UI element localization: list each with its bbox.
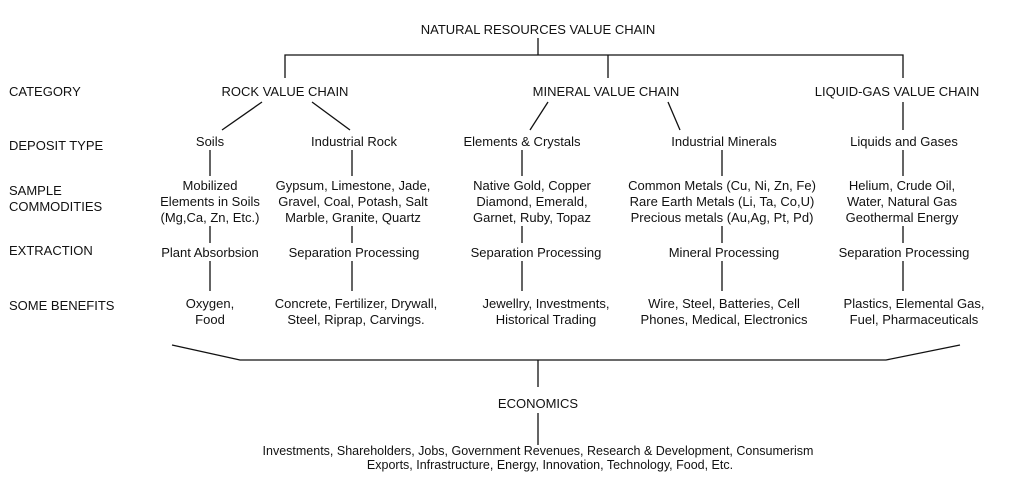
extraction-elements-crystals: Separation Processing [470, 245, 602, 260]
economics-label: ECONOMICS [497, 396, 579, 411]
row-label-extraction: EXTRACTION [9, 243, 93, 258]
commodities-soils: Mobilized Elements in Soils (Mg,Ca, Zn, … [160, 178, 260, 225]
row-label-deposit-type: DEPOSIT TYPE [9, 138, 104, 153]
commodities-liquids-gases: Helium, Crude Oil, Water, Natural Gas Ge… [845, 178, 959, 225]
benefits-elements-crystals: Jewellry, Investments, Historical Tradin… [482, 296, 610, 327]
row-label-some-benefits: SOME BENEFITS [9, 298, 115, 313]
deposit-elements-crystals: Elements & Crystals [463, 134, 581, 149]
row-label-category: CATEGORY [9, 84, 81, 99]
extraction-industrial-rock: Separation Processing [288, 245, 420, 260]
extraction-industrial-minerals: Mineral Processing [668, 245, 780, 260]
deposit-liquids-gases: Liquids and Gases [850, 134, 958, 149]
deposit-soils: Soils [195, 134, 225, 149]
diagram-title: NATURAL RESOURCES VALUE CHAIN [420, 22, 656, 37]
deposit-industrial-minerals: Industrial Minerals [671, 134, 777, 149]
category-rock: ROCK VALUE CHAIN [221, 84, 349, 99]
row-label-sample-commodities: SAMPLE COMMODITIES [9, 183, 103, 214]
deposit-industrial-rock: Industrial Rock [311, 134, 397, 149]
benefits-industrial-minerals: Wire, Steel, Batteries, Cell Phones, Med… [640, 296, 808, 327]
commodities-elements-crystals: Native Gold, Copper Diamond, Emerald, Ga… [472, 178, 592, 225]
benefits-liquids-gases: Plastics, Elemental Gas, Fuel, Pharmaceu… [843, 296, 985, 327]
benefits-soils: Oxygen, Food [185, 296, 235, 327]
economics-line-1: Investments, Shareholders, Jobs, Governm… [262, 444, 814, 458]
commodities-industrial-rock: Gypsum, Limestone, Jade, Gravel, Coal, P… [275, 178, 431, 225]
benefits-industrial-rock: Concrete, Fertilizer, Drywall, Steel, Ri… [274, 296, 438, 327]
category-liquid-gas: LIQUID-GAS VALUE CHAIN [814, 84, 980, 99]
extraction-soils: Plant Absorbsion [161, 245, 259, 260]
category-mineral: MINERAL VALUE CHAIN [532, 84, 680, 99]
commodities-industrial-minerals: Common Metals (Cu, Ni, Zn, Fe) Rare Eart… [628, 178, 816, 225]
extraction-liquids-gases: Separation Processing [838, 245, 970, 260]
economics-line-2: Exports, Infrastructure, Energy, Innovat… [366, 458, 734, 472]
